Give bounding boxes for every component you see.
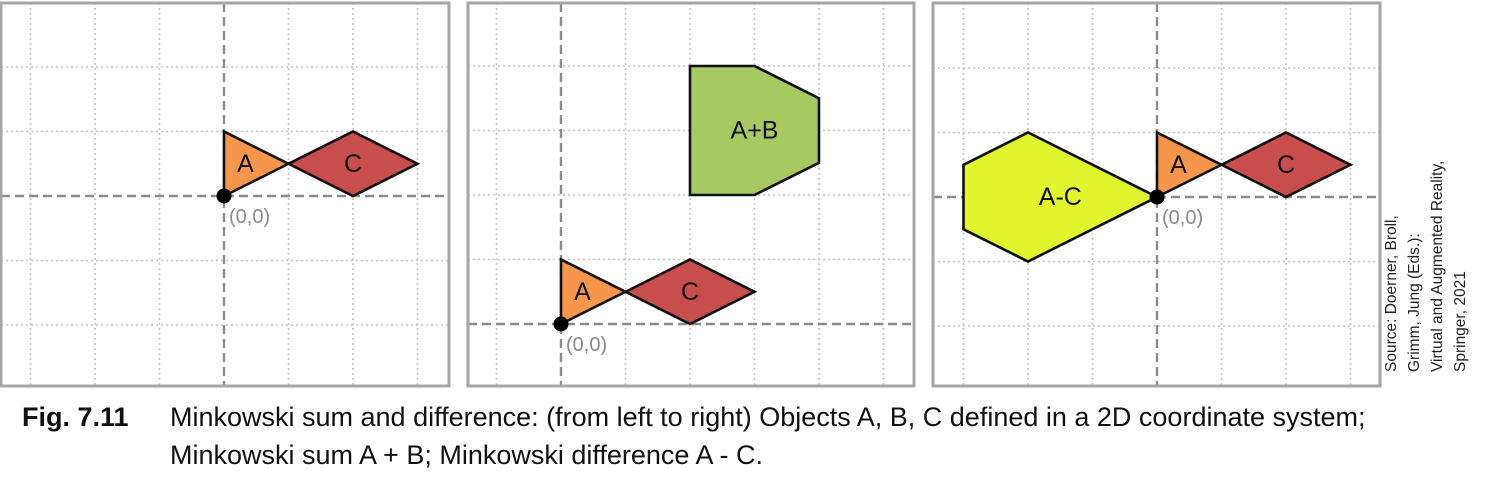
source-line-2: Grimm, Jung (Eds.): [1406, 233, 1423, 372]
shape-C [285, 130, 421, 198]
source-line-4: Springer, 2021 [1452, 271, 1469, 372]
panel-frame [931, 1, 1382, 388]
origin-label: (0,0) [229, 206, 270, 228]
origin-label: (0,0) [566, 334, 607, 356]
origin-label: (0,0) [1162, 207, 1203, 229]
caption-text: Minkowski sum and difference: (from left… [170, 402, 1366, 470]
panel-objects: BAC(0,0) [0, 1, 451, 388]
shape-label-A: A [574, 278, 591, 306]
shape-A [559, 257, 629, 327]
shape-A [222, 129, 292, 199]
shape-label-A-C: A-C [1039, 183, 1082, 211]
panel-frame [466, 1, 916, 388]
panel-minkowski-sum: A+B A C (0,0) [466, 1, 916, 388]
shape-label-A: A [237, 150, 254, 178]
source-line-3: Virtual and Augmented Reality, [1429, 160, 1446, 372]
origin-dot [1149, 189, 1165, 205]
panel-frame [0, 1, 451, 388]
caption-label: Fig. 7.11 [22, 402, 129, 432]
shape-A-C [962, 131, 1160, 263]
panel-minkowski-difference: A-C A C (0,0) [931, 1, 1382, 388]
shape-A [1155, 130, 1225, 200]
source-note: Source: Doerner, Broll, Grimm, Jung (Eds… [1380, 12, 1472, 372]
shape-C [1218, 131, 1354, 199]
shape-A+B [688, 64, 821, 197]
shape-label-A+B: A+B [731, 117, 779, 145]
origin-dot [216, 188, 232, 204]
origin-dot [553, 316, 569, 332]
shape-label-C: C [681, 278, 699, 306]
source-line-1: Source: Doerner, Broll, [1383, 215, 1400, 372]
shape-C [622, 258, 758, 326]
shape-label-C: C [344, 150, 362, 178]
shape-label-A: A [1170, 151, 1187, 179]
shape-label-C: C [1277, 151, 1295, 179]
